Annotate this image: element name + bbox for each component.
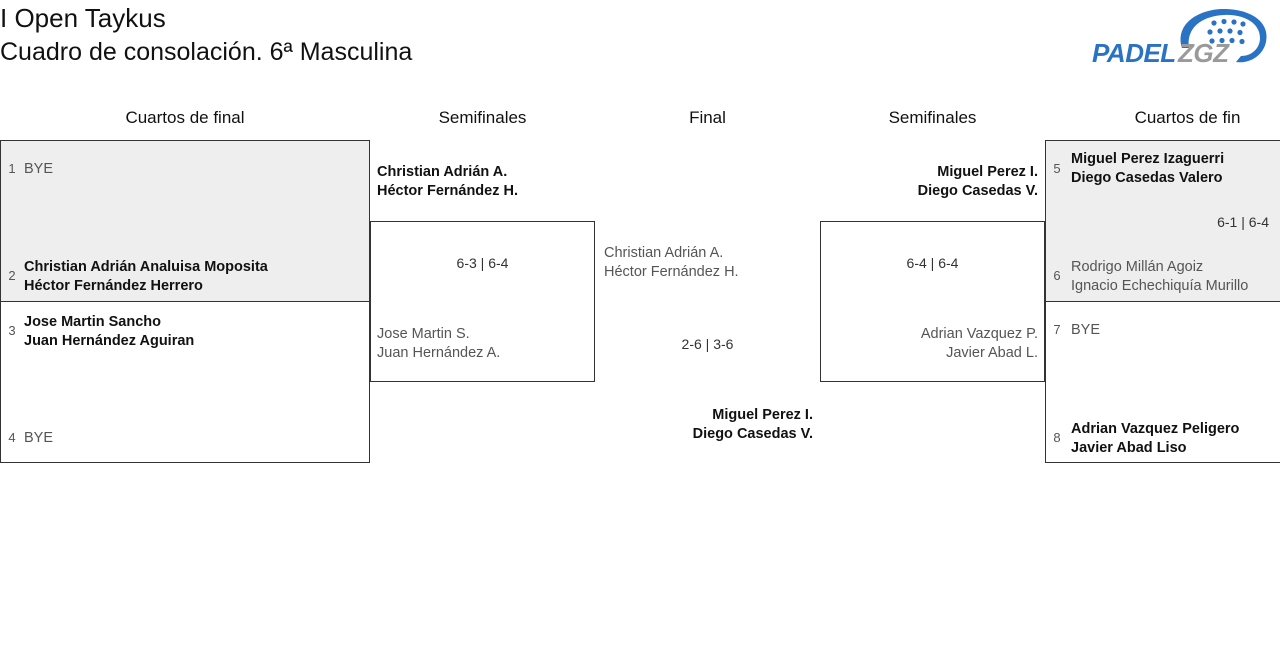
team-line-1: Adrian Vazquez Peligero [1071, 421, 1240, 437]
seed-number: 3 [8, 323, 16, 338]
draw-name: Cuadro de consolación. 6ª Masculina [0, 37, 413, 66]
match-box-qf-left-1[interactable] [0, 140, 370, 302]
team-line-1: Miguel Perez Izaguerri [1071, 151, 1225, 167]
seed-number: 1 [8, 161, 16, 176]
team-name-qf2-top: Jose Martin Sancho Juan Hernández Aguira… [24, 313, 194, 352]
match-box-sf-right[interactable] [820, 221, 1045, 382]
team-name-qf8-bottom: Adrian Vazquez Peligero Javier Abad Liso [1071, 420, 1239, 459]
team-line-2: Ignacio Echechiquía Murillo [1071, 278, 1249, 295]
team-line-1: Miguel Perez I. [937, 164, 1038, 180]
team-line-1: BYE [24, 161, 54, 177]
team-line-2: Héctor Fernández H. [604, 264, 739, 281]
score-final: 2-6 | 3-6 [681, 336, 734, 352]
team-line-2: Juan Hernández Aguiran [24, 333, 195, 350]
score-qf-right-1: 6-1 | 6-4 [1217, 214, 1269, 230]
column-header-quarterfinals-right: Cuartos de fin [1134, 108, 1241, 127]
page-title: I Open Taykus Cuadro de consolación. 6ª … [0, 2, 412, 68]
team-line-1: Rodrigo Millán Agoiz [1071, 259, 1204, 275]
column-header-quarterfinals-left: Cuartos de final [125, 108, 245, 127]
team-line-1: Miguel Perez I. [712, 407, 813, 423]
team-line-2: Héctor Fernández Herrero [24, 278, 203, 295]
team-name-qf5-top: Miguel Perez Izaguerri Diego Casedas Val… [1071, 150, 1224, 189]
team-name-sf-left-top: Christian Adrián A. Héctor Fernández H. [377, 163, 518, 202]
team-name-qf1-top: BYE [24, 160, 53, 179]
team-name-qf2-bottom: BYE [24, 429, 53, 448]
team-name-final-left: Christian Adrián A. Héctor Fernández H. [604, 244, 739, 283]
score-sf-right: 6-4 | 6-4 [906, 255, 959, 271]
team-name-sf-right-top: Miguel Perez I. Diego Casedas V. [813, 163, 1038, 202]
seed-number: 5 [1053, 161, 1061, 176]
seed-number: 8 [1053, 430, 1061, 445]
team-name-final-right: Miguel Perez I. Diego Casedas V. [585, 406, 813, 445]
team-line-2: Diego Casedas V. [692, 426, 813, 443]
column-header-semifinals-left: Semifinales [438, 108, 527, 127]
team-line-2: Javier Abad L. [946, 345, 1038, 362]
team-line-1: Jose Martin Sancho [24, 314, 161, 330]
team-name-sf-left-bottom: Jose Martin S. Juan Hernández A. [377, 325, 500, 364]
team-line-2: Juan Hernández A. [377, 345, 501, 362]
match-box-qf-right-1[interactable] [1045, 140, 1280, 302]
seed-number: 6 [1053, 268, 1061, 283]
team-line-1: Christian Adrián A. [377, 164, 508, 180]
team-line-2: Diego Casedas V. [917, 183, 1038, 200]
column-header-semifinals-right: Semifinales [888, 108, 977, 127]
seed-number: 4 [8, 430, 16, 445]
team-line-1: Christian Adrián A. [604, 245, 724, 261]
tournament-name: I Open Taykus [0, 3, 166, 33]
seed-number: 7 [1053, 322, 1061, 337]
score-sf-left: 6-3 | 6-4 [456, 255, 509, 271]
team-line-1: Adrian Vazquez P. [920, 326, 1038, 342]
team-line-2: Javier Abad Liso [1071, 440, 1187, 457]
team-line-2: Héctor Fernández H. [377, 183, 518, 200]
team-name-qf6-bottom: Rodrigo Millán Agoiz Ignacio Echechiquía… [1071, 258, 1248, 297]
svg-text:ZGZ: ZGZ [1177, 38, 1230, 68]
padelzgz-logo: PADEL ZGZ [1086, 4, 1276, 74]
team-line-2: Diego Casedas Valero [1071, 170, 1223, 187]
team-name-sf-right-bottom: Adrian Vazquez P. Javier Abad L. [813, 325, 1038, 364]
match-box-qf-left-2[interactable] [0, 301, 370, 463]
team-line-1: Christian Adrián Analuisa Moposita [24, 259, 268, 275]
match-box-qf-right-2[interactable] [1045, 301, 1280, 463]
column-header-final: Final [689, 108, 726, 127]
team-line-1: Jose Martin S. [377, 326, 470, 342]
team-name-qf7-top: BYE [1071, 321, 1100, 340]
team-name-qf1-bottom: Christian Adrián Analuisa Moposita Hécto… [24, 258, 268, 297]
seed-number: 2 [8, 268, 16, 283]
svg-text:PADEL: PADEL [1092, 38, 1176, 68]
team-line-1: BYE [1071, 322, 1101, 338]
match-box-sf-left[interactable] [370, 221, 595, 382]
team-line-1: BYE [24, 430, 54, 446]
